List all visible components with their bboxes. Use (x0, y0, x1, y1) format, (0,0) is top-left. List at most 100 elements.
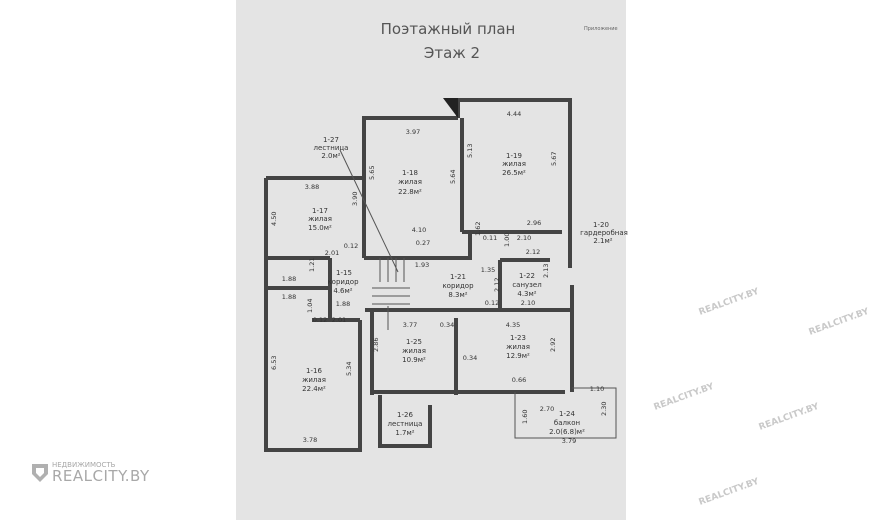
room-id: 1-23 (510, 334, 526, 342)
dim-label: 2.12 (526, 248, 540, 256)
room-labels: 1-27 лестница 2.0м² 1-18 жилая 22.8м² 1-… (302, 136, 628, 437)
dim-label: 3.90 (351, 192, 359, 206)
room-id: 1-21 (450, 273, 466, 281)
room-name: лестница (314, 144, 349, 152)
dim-label: 2.30 (600, 402, 608, 416)
logo-title: REALCITY.BY (52, 467, 150, 485)
room-id: 1-17 (312, 207, 328, 215)
plan-floor-label: Этаж 2 (424, 44, 480, 62)
dim-label: 1.04 (306, 299, 314, 313)
room-area: 4.6м² (333, 287, 352, 295)
dim-label: 3.97 (406, 128, 420, 136)
room-name: жилая (402, 347, 426, 355)
room-area: 4.3м² (517, 290, 536, 298)
dim-label: 5.67 (550, 152, 558, 166)
room-area: 8.3м² (448, 291, 467, 299)
logo-subtitle: НЕДВИЖИМОСТЬ (52, 461, 116, 469)
dim-label: 4.44 (507, 110, 521, 118)
watermark-text: REALCITY.BY (698, 477, 761, 508)
watermark-text: REALCITY.BY (698, 287, 761, 318)
watermark-text: REALCITY.BY (653, 382, 716, 413)
room-name: жилая (506, 343, 530, 351)
plan-title: Поэтажный план (381, 20, 516, 38)
dim-label: 0.12 (344, 242, 358, 250)
room-area: 2.0(6.8)м² (549, 428, 585, 436)
room-name: лестница (388, 420, 423, 428)
dim-label: 2.86 (372, 338, 380, 352)
room-area: 22.4м² (302, 385, 326, 393)
appendix-label: Приложение (584, 26, 618, 32)
dim-label: 3.77 (403, 321, 417, 329)
dim-label: 1.60 (521, 410, 529, 424)
room-id: 1-20 (593, 221, 609, 229)
room-id: 1-18 (402, 169, 418, 177)
dim-label: 2.01 (325, 249, 339, 257)
dim-label: 2.96 (527, 219, 541, 227)
dim-label: 2.70 (540, 405, 554, 413)
dim-label: 2.13 (542, 264, 550, 278)
dim-label: 5.13 (466, 144, 474, 158)
dim-label: 1.35 (481, 266, 495, 274)
dim-label: 2.10 (521, 299, 535, 307)
room-area: 12.9м² (506, 352, 530, 360)
watermark-text: REALCITY.BY (808, 307, 871, 338)
dim-label: 2.12 (493, 278, 501, 292)
room-id: 1-25 (406, 338, 422, 346)
dim-label: 2.10 (517, 234, 531, 242)
dim-label: 1.88 (336, 300, 350, 308)
dim-label: 4.35 (506, 321, 520, 329)
watermark-text: REALCITY.BY (758, 402, 821, 433)
dim-label: 5.34 (345, 362, 353, 376)
room-name: жилая (398, 178, 422, 186)
stair-marker (443, 98, 458, 118)
room-area: 15.0м² (308, 224, 332, 232)
room-id: 1-24 (559, 410, 575, 418)
dim-label: 5.64 (449, 170, 457, 184)
room-id: 1-16 (306, 367, 322, 375)
room-name: гардеробная (580, 229, 628, 237)
room-name: санузел (512, 281, 541, 289)
dim-label: 1.88 (282, 293, 296, 301)
dim-label: 1.93 (415, 261, 429, 269)
dim-label: 0.12 (485, 299, 499, 307)
room-id: 1-22 (519, 272, 535, 280)
dim-label: 5.65 (368, 166, 376, 180)
dim-label: 1.21 (308, 258, 316, 272)
room-name: коридор (327, 278, 359, 286)
dim-label: 1.62 (474, 222, 482, 236)
dimension-labels: 3.97 4.44 5.65 5.64 5.13 5.67 3.88 3.90 … (270, 110, 608, 445)
dim-label: 1.88 (282, 275, 296, 283)
room-area: 2.0м² (321, 152, 340, 160)
dim-label: 2.01 (332, 316, 346, 324)
room-area: 10.9м² (402, 356, 426, 364)
dim-label: 3.78 (303, 436, 317, 444)
dim-label: 1.10 (590, 385, 604, 393)
dim-label: 0.34 (463, 354, 477, 362)
room-name: жилая (302, 376, 326, 384)
room-name: коридор (442, 282, 474, 290)
room-id: 1-15 (336, 269, 352, 277)
stairs-hatch (339, 149, 410, 330)
dim-label: 2.92 (549, 338, 557, 352)
dim-label: 0.11 (483, 234, 497, 242)
watermarks: REALCITY.BY REALCITY.BY REALCITY.BY REAL… (653, 287, 871, 508)
dim-label: 1.00 (503, 233, 511, 247)
dim-label: 0.34 (440, 321, 454, 329)
room-area: 1.7м² (395, 429, 414, 437)
room-area: 2.1м² (593, 237, 612, 245)
room-name: жилая (308, 215, 332, 223)
realcity-logo-icon (30, 462, 50, 488)
room-area: 22.8м² (398, 188, 422, 196)
room-name: балкон (554, 419, 580, 427)
dim-label: 0.12 (313, 316, 327, 324)
room-area: 26.5м² (502, 169, 526, 177)
dim-label: 6.53 (270, 356, 278, 370)
room-id: 1-19 (506, 152, 522, 160)
dim-label: 0.66 (512, 376, 526, 384)
dim-label: 4.50 (270, 212, 278, 226)
room-name: жилая (502, 160, 526, 168)
dim-label: 3.79 (562, 437, 576, 445)
walls (264, 98, 617, 452)
dim-label: 3.88 (305, 183, 319, 191)
